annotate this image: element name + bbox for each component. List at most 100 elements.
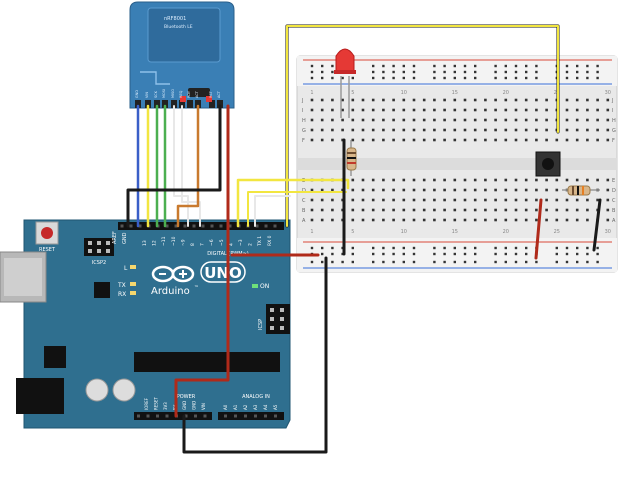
terminal-hole [555,208,559,212]
terminal-hole [586,98,589,102]
wire-red-button-power [534,198,543,260]
terminal-hole [463,178,467,182]
analog-pin-hole [234,414,237,418]
wire-yellow-button [286,25,559,227]
resistor-led-band-3 [347,162,356,164]
rail-hole [372,252,375,256]
terminal-hole [453,218,457,222]
analog-header [218,412,284,420]
icsp2-pins [88,241,110,253]
digital-pin-hole [228,224,232,228]
rail-hole [392,260,395,264]
module-pin [179,100,185,108]
digital-pin-label: 13 [142,240,148,246]
terminal-hole [320,208,324,212]
terminal-hole [351,178,355,182]
rail-hole [392,64,395,68]
terminal-hole [586,178,589,182]
atmega-chip [134,352,280,372]
digital-pin-hole [273,224,277,228]
terminal-hole [351,128,355,132]
row-letter-top: J [301,98,303,104]
icsp-pin [270,317,274,321]
terminal-hole [422,138,426,142]
terminal-hole [402,208,406,212]
rail-hole [382,252,385,256]
terminal-hole [310,218,314,222]
rail-hole [596,260,599,264]
digital-pin-label: ~9 [180,239,186,246]
terminal-hole [310,128,314,132]
icsp2-pin [97,249,101,253]
rail-hole [504,260,507,264]
digital-pin-label: ~5 [219,239,225,246]
wire-black-resistor-gnd [592,198,602,252]
terminal-hole [453,138,457,142]
terminal-hole [443,198,446,202]
rail-hole [453,70,456,74]
rail-hole [382,260,385,264]
terminal-hole [341,118,344,122]
rail-hole [402,246,405,250]
rail-hole [535,64,538,68]
power-pin-hole [194,414,197,418]
terminal-hole [371,128,375,132]
column-number-top: 10 [401,90,407,96]
rail-hole [331,246,334,250]
capacitor-2 [112,378,136,402]
rail-hole [463,70,467,74]
terminal-hole [514,98,518,102]
terminal-hole [351,108,355,112]
rail-hole [463,260,467,264]
terminal-hole [565,118,569,122]
rail-hole [453,246,456,250]
rail-hole [504,76,507,80]
terminal-hole [514,198,518,202]
terminal-hole [443,188,446,192]
rail-hole [433,260,436,264]
terminal-hole [535,198,538,202]
aref-label: AREF [112,231,118,244]
terminal-hole [504,208,508,212]
rail-hole [412,260,416,264]
digital-pin-hole [264,224,268,228]
reset-button-cap[interactable] [41,227,53,239]
terminal-hole [596,138,599,142]
reset-label: RESET [39,247,56,253]
digital-pin-label: ~3 [238,239,244,246]
rail-hole [565,70,569,74]
row-letter-top-right: F [612,138,615,144]
terminal-hole [555,138,559,142]
module-shield [147,7,221,63]
rail-hole [586,260,589,264]
rail-hole [565,260,569,264]
terminal-hole [310,188,314,192]
digital-pin-hole [138,224,142,228]
rail-hole [596,252,599,256]
terminal-hole [422,198,426,202]
rail-hole [576,246,579,250]
terminal-hole [371,178,375,182]
rail-hole [514,76,518,80]
uno-badge [200,261,246,283]
rail-hole [331,260,334,264]
terminal-hole [443,218,446,222]
rail-hole [596,70,599,74]
terminal-hole [463,188,467,192]
terminal-hole [433,218,436,222]
terminal-hole [453,188,457,192]
power-pin-label: RESET [154,397,159,410]
digital-pin-hole [183,224,187,228]
rail-hole [463,246,467,250]
terminal-hole [535,138,538,142]
terminal-hole [545,198,548,202]
rail-hole [321,76,324,80]
rail-hole [310,260,314,264]
gnd-label: GND [122,232,128,244]
row-letter-bottom: A [302,218,306,224]
led-red [334,48,356,118]
terminal-hole [463,208,467,212]
terminal-hole [382,138,385,142]
